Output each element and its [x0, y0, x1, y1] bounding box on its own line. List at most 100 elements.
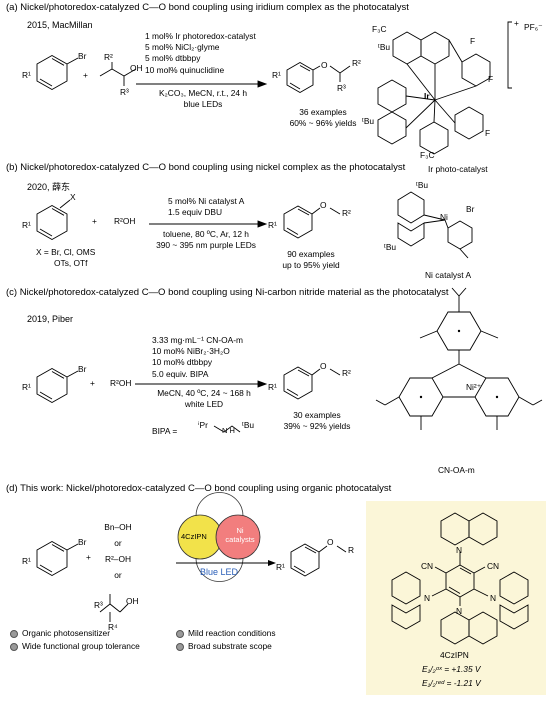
a-cond-2: 5 mol% NiCl₂·glyme [145, 42, 220, 53]
c-cond-3: 10 mol% dtbbpy [152, 357, 213, 368]
bullet-icon [10, 629, 18, 638]
a-br-label: Br [78, 51, 87, 61]
c-below-2: white LED [184, 399, 224, 410]
b-plus: + [92, 216, 97, 226]
a-prod-r3: R³ [337, 83, 346, 93]
b-below-arrow: toluene, 80 ºC, Ar, 12 h 390 ~ 395 nm pu… [150, 229, 262, 251]
a-tbu-bottom: ᵗBu [362, 116, 375, 126]
c-br-label: Br [78, 364, 87, 374]
b-cond-2: 1.5 equiv DBU [168, 207, 222, 218]
d-bubble-right-1: Ni [236, 526, 244, 535]
b-result-1: 90 examples [287, 249, 335, 259]
b-br-atom: Br [466, 204, 475, 214]
d-n-left: N [424, 593, 431, 603]
a-result-1: 36 examples [299, 107, 347, 117]
d-n-top: N [456, 545, 463, 555]
bullet-icon [10, 642, 18, 651]
c-cond-1: 3.33 mg·mL⁻¹ CN-OA-m [152, 335, 243, 345]
b-result-2: up to 95% yield [282, 260, 340, 271]
a-prod-r1: R¹ [272, 70, 281, 80]
a-f-3: F [485, 128, 491, 138]
d-prod-r: R [348, 545, 355, 555]
c-result-2: 39% ~ 92% yields [283, 421, 351, 432]
a-r3-label: R³ [120, 87, 129, 97]
section-c-header: (c) Nickel/photoredox-catalyzed C—O bond… [6, 287, 449, 298]
d-feature-3-text: Wide functional group tolerance [22, 641, 140, 651]
c-conditions: 3.33 mg·mL⁻¹ CN-OA-m 10 mol% NiBr₂·3H₂O … [152, 335, 243, 380]
d-prod-r1: R¹ [276, 562, 285, 572]
a-cond-1: 1 mol% Ir photoredox-catalyst [145, 31, 256, 41]
bullet-icon [176, 629, 184, 638]
section-b-header: (b) Nickel/photoredox-catalyzed C—O bond… [6, 162, 406, 173]
d-feature-4: Broad substrate scope [176, 641, 272, 652]
a-product-ring [286, 61, 314, 94]
a-oh-label: OH [130, 63, 143, 73]
b-x-def: X = Br, Cl, OMS OTs, OTf [36, 247, 95, 269]
c-catalyst-label: CN-OA-m [438, 465, 475, 475]
section-a-header: (a) Nickel/photoredox-catalyzed C—O bond… [6, 2, 409, 13]
d-alcohols: Bn–OH or R²–OH or [100, 519, 136, 583]
b-x-def-2: OTs, OTf [54, 258, 88, 269]
d-cn-left: CN [421, 561, 434, 571]
a-result: 36 examples 60% ~ 96% yields [277, 107, 369, 129]
d-n-bottom: N [456, 606, 463, 616]
b-catalyst-label: Ni catalyst A [425, 270, 472, 280]
b-prod-r1: R¹ [268, 220, 277, 230]
c-result-1: 30 examples [293, 410, 341, 420]
bullet-icon [176, 642, 184, 651]
d-catalyst-name: 4CzIPN [440, 650, 469, 660]
d-feature-1: Organic photosensitizer [10, 628, 110, 639]
d-feature-4-text: Broad substrate scope [188, 641, 272, 651]
c-prod-o: O [320, 361, 327, 371]
d-alc-1: Bn–OH [104, 522, 132, 532]
b-result: 90 examples up to 95% yield [272, 249, 350, 271]
section-b-year: 2020, 薛东 [27, 182, 71, 192]
b-aryl-ring [36, 204, 68, 241]
a-charge: + [514, 18, 519, 28]
b-prod-r2: R² [342, 208, 351, 218]
section-c-year: 2019, Piber [27, 314, 74, 324]
b-below-1: toluene, 80 ºC, Ar, 12 h [163, 229, 249, 239]
c-cond-4: 5.0 equiv. BIPA [152, 368, 209, 379]
c-below-arrow: MeCN, 40 ºC, 24 ~ 168 h white LED [146, 388, 262, 410]
b-conditions: 5 mol% Ni catalyst A 1.5 equiv DBU [168, 196, 244, 218]
a-counterion: PF₆⁻ [524, 22, 543, 32]
d-bubble-right-2: catalysts [225, 535, 255, 544]
c-below-1: MeCN, 40 ºC, 24 ~ 168 h [157, 388, 251, 398]
d-e-red: E₁/₂ʳᵉᵈ = -1.21 V [422, 678, 481, 688]
b-below-2: 390 ~ 395 nm purple LEDs [156, 240, 256, 251]
b-ni-atom: Ni [440, 212, 448, 222]
a-catalyst-label: Ir photo-catalyst [428, 164, 488, 174]
c-bipa-ipr: ⁱPr [198, 420, 208, 430]
a-result-2: 60% ~ 96% yields [289, 118, 357, 129]
a-cf3-bottom: F₃C [420, 150, 435, 160]
d-feature-1-text: Organic photosensitizer [22, 628, 110, 638]
b-x-label: X [70, 192, 76, 202]
d-aryl-ring [36, 540, 68, 577]
d-oh-label: OH [126, 596, 139, 606]
a-below-arrow: K₂CO₃, MeCN, r.t., 24 h blue LEDs [152, 88, 254, 110]
d-arrow-label: Blue LED [200, 567, 239, 577]
section-a-year: 2015, MacMillan [27, 20, 93, 30]
a-cond-3: 5 mol% dtbbpy [145, 53, 201, 64]
a-cond-4: 10 mol% quinuclidine [145, 64, 225, 75]
d-alc-4: or [114, 570, 122, 580]
b-tbu-top: ᵗBu [416, 180, 429, 190]
d-r3-label: R³ [94, 600, 103, 610]
d-bubble-left: 4CzIPN [181, 532, 207, 541]
c-aryl-ring [36, 367, 68, 404]
d-e-ox: E₁/₂ᵒˣ = +1.35 V [422, 664, 481, 674]
a-f-2: F [488, 74, 494, 84]
d-r1-label: R¹ [22, 556, 31, 566]
b-r2oh: R²OH [114, 216, 136, 226]
c-prod-r1: R¹ [268, 382, 277, 392]
a-aryl-ring [36, 54, 68, 91]
c-r2oh: R²OH [110, 378, 132, 388]
b-tbu-bottom: ᵗBu [384, 242, 397, 252]
a-f-1: F [470, 36, 476, 46]
bubble-ni [215, 514, 261, 560]
c-r1-label: R¹ [22, 382, 31, 392]
c-bipa-nh: N H [222, 426, 235, 435]
d-r4-label: R⁴ [108, 622, 118, 632]
